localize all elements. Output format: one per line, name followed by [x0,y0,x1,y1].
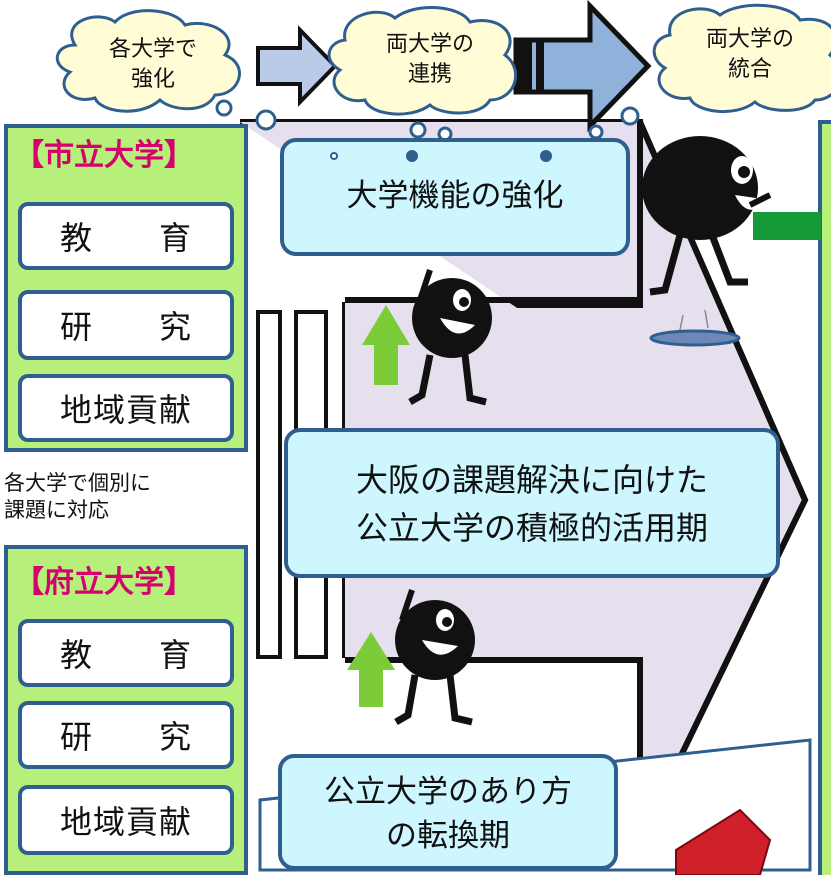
city-university-title: 【市立大学】 [14,138,194,173]
cloud-3 [588,3,831,140]
flying-disc [649,329,741,347]
stage-arrow-2 [513,0,652,133]
cloud-2 [327,6,518,142]
mascot-character-2 [408,269,492,406]
note-individual-response: 各大学で個別に 課題に対応 [4,471,151,522]
red-arrow [675,808,772,875]
connector-bar-1 [256,310,282,659]
pref-item-education: 教 育 [18,619,234,687]
green-arrow-tip [753,212,821,240]
cloud-1 [56,9,277,131]
city-item-research: 研 究 [18,290,234,360]
cloud-label-collaboration: 両大学の 連携 [385,32,474,87]
phase-box-utilization: 大阪の課題解決に向けた 公立大学の積極的活用期 [284,428,780,578]
up-arrow-1 [362,305,410,385]
city-university-panel: 【市立大学】 教 育 研 究 地域貢献 [4,124,248,452]
phase-box-strengthen: 大学機能の強化 [280,138,630,256]
right-panel [818,120,831,875]
mascot-character-3 [394,589,475,726]
cloud-label-integration: 両大学の 統合 [705,27,794,82]
pref-item-research: 研 究 [18,701,234,769]
prefectural-university-panel: 【府立大学】 教 育 研 究 地域貢献 [4,545,248,875]
city-item-education: 教 育 [18,202,234,270]
prefectural-university-title: 【府立大学】 [14,565,194,600]
up-arrow-2 [347,632,395,707]
city-item-community: 地域貢献 [18,374,234,442]
stage-arrow-1 [256,25,338,107]
mascot-character-1 [642,136,772,296]
phase-box-transition: 公立大学のあり方 の転換期 [278,754,618,870]
pref-item-community: 地域貢献 [18,785,234,855]
cloud-label-each-university: 各大学で 強化 [108,37,197,92]
